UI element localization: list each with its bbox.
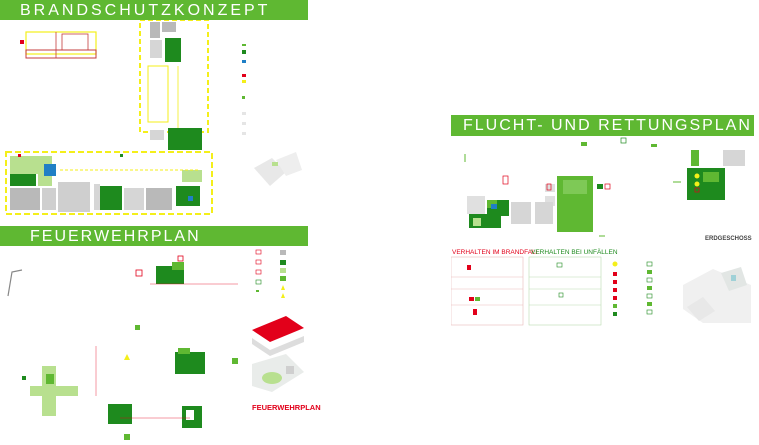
- accident-section-box: [528, 256, 602, 326]
- site-plan-thumbnail: [254, 152, 302, 186]
- fw-legend: [255, 249, 286, 298]
- feuerwehrplan-banner: FEUERWEHRPLAN: [0, 226, 308, 246]
- fw-wall-detail: [252, 316, 304, 356]
- fw-building-middle: [124, 325, 238, 374]
- brandschutzkonzept-banner: BRANDSCHUTZKONZEPT: [0, 0, 308, 20]
- fire-section-box: [451, 256, 524, 326]
- feuerwehr-floorplan: [7, 249, 304, 440]
- floor-label: ERDGESCHOSS: [705, 236, 752, 242]
- fire-section-title: VERHALTEN IM BRANDFALL: [452, 249, 540, 256]
- feuerwehrplan-logo-text: FEUERWEHRPLAN: [252, 403, 321, 412]
- flucht-main-building: [467, 175, 611, 232]
- horizontal-wing: [5, 151, 213, 215]
- small-building: [20, 31, 97, 59]
- fw-building-top: [135, 255, 238, 285]
- flucht-rettungsplan-banner: FLUCHT- UND RETTUNGSPLAN: [451, 115, 754, 136]
- flucht-floorplan: [464, 137, 745, 237]
- fw-building-bottom: [108, 404, 202, 440]
- accident-section-title: VERHALTEN BEI UNFÄLLEN: [531, 249, 618, 256]
- brandschutz-legend: [242, 44, 246, 135]
- brandschutz-floorplan: [5, 20, 302, 215]
- flucht-site-plan: [683, 267, 751, 323]
- fw-site-photo: [252, 354, 304, 392]
- flucht-top-markers: [464, 137, 681, 237]
- flucht-symbol-legend: [612, 261, 653, 316]
- vertical-wing: [139, 20, 209, 150]
- flucht-side-building: [687, 150, 745, 200]
- behaviour-boxes: [451, 256, 751, 326]
- fw-building-left: [22, 346, 97, 416]
